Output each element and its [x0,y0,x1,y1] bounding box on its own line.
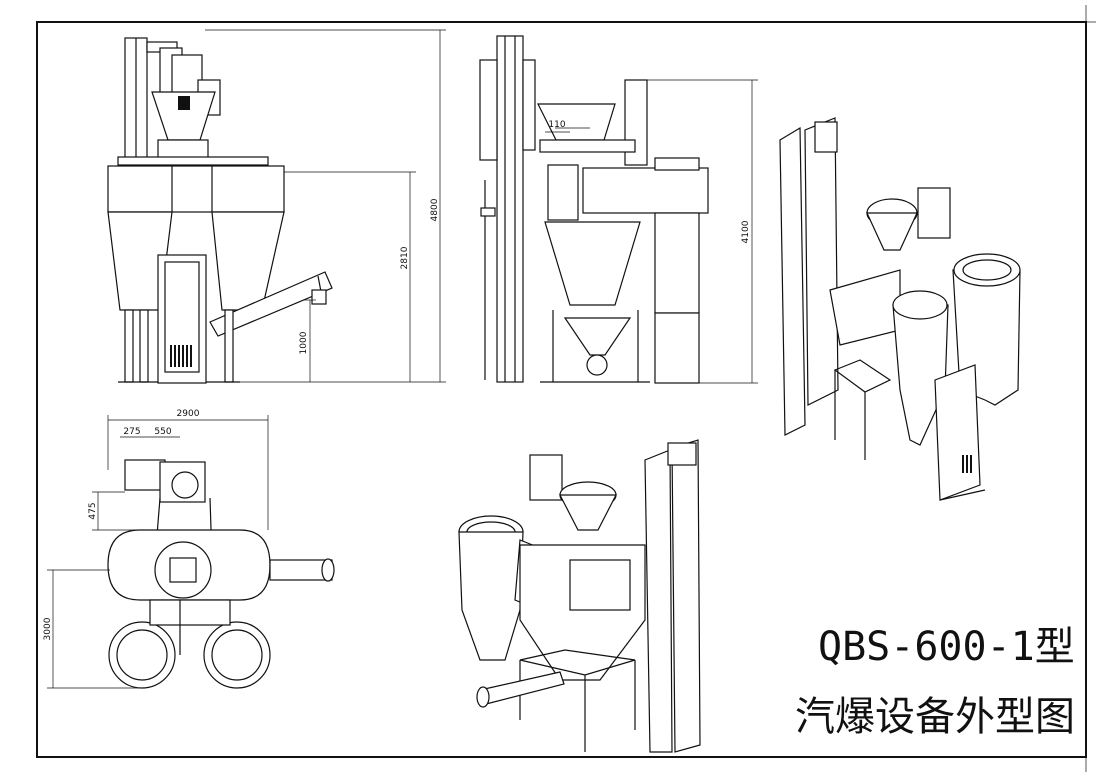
plan-view [47,415,335,689]
isometric-view-lower [458,439,701,753]
dim-plan-offset-a: 275 [123,427,140,437]
front-elevation-view [107,29,446,384]
dim-plan-total-width: 2900 [177,409,200,419]
dim-side-outlet-width: 110 [548,120,565,130]
drawing-description-title: 汽爆设备外型图 [795,694,1075,740]
isometric-view-upper [779,117,1021,501]
dim-front-base-height: 1000 [299,331,309,354]
dim-side-total-height: 4100 [741,220,751,243]
dim-plan-offset-b: 550 [154,427,171,437]
dim-front-upper-height: 2810 [400,246,410,269]
drawing-frame [36,5,1096,772]
drawing-model-title: QBS-600-1型 [818,624,1075,670]
dim-plan-total-depth: 3000 [43,617,53,640]
dim-plan-motor-depth: 475 [88,502,98,519]
side-elevation-view [479,35,758,384]
dim-front-total-height: 4800 [430,198,440,221]
